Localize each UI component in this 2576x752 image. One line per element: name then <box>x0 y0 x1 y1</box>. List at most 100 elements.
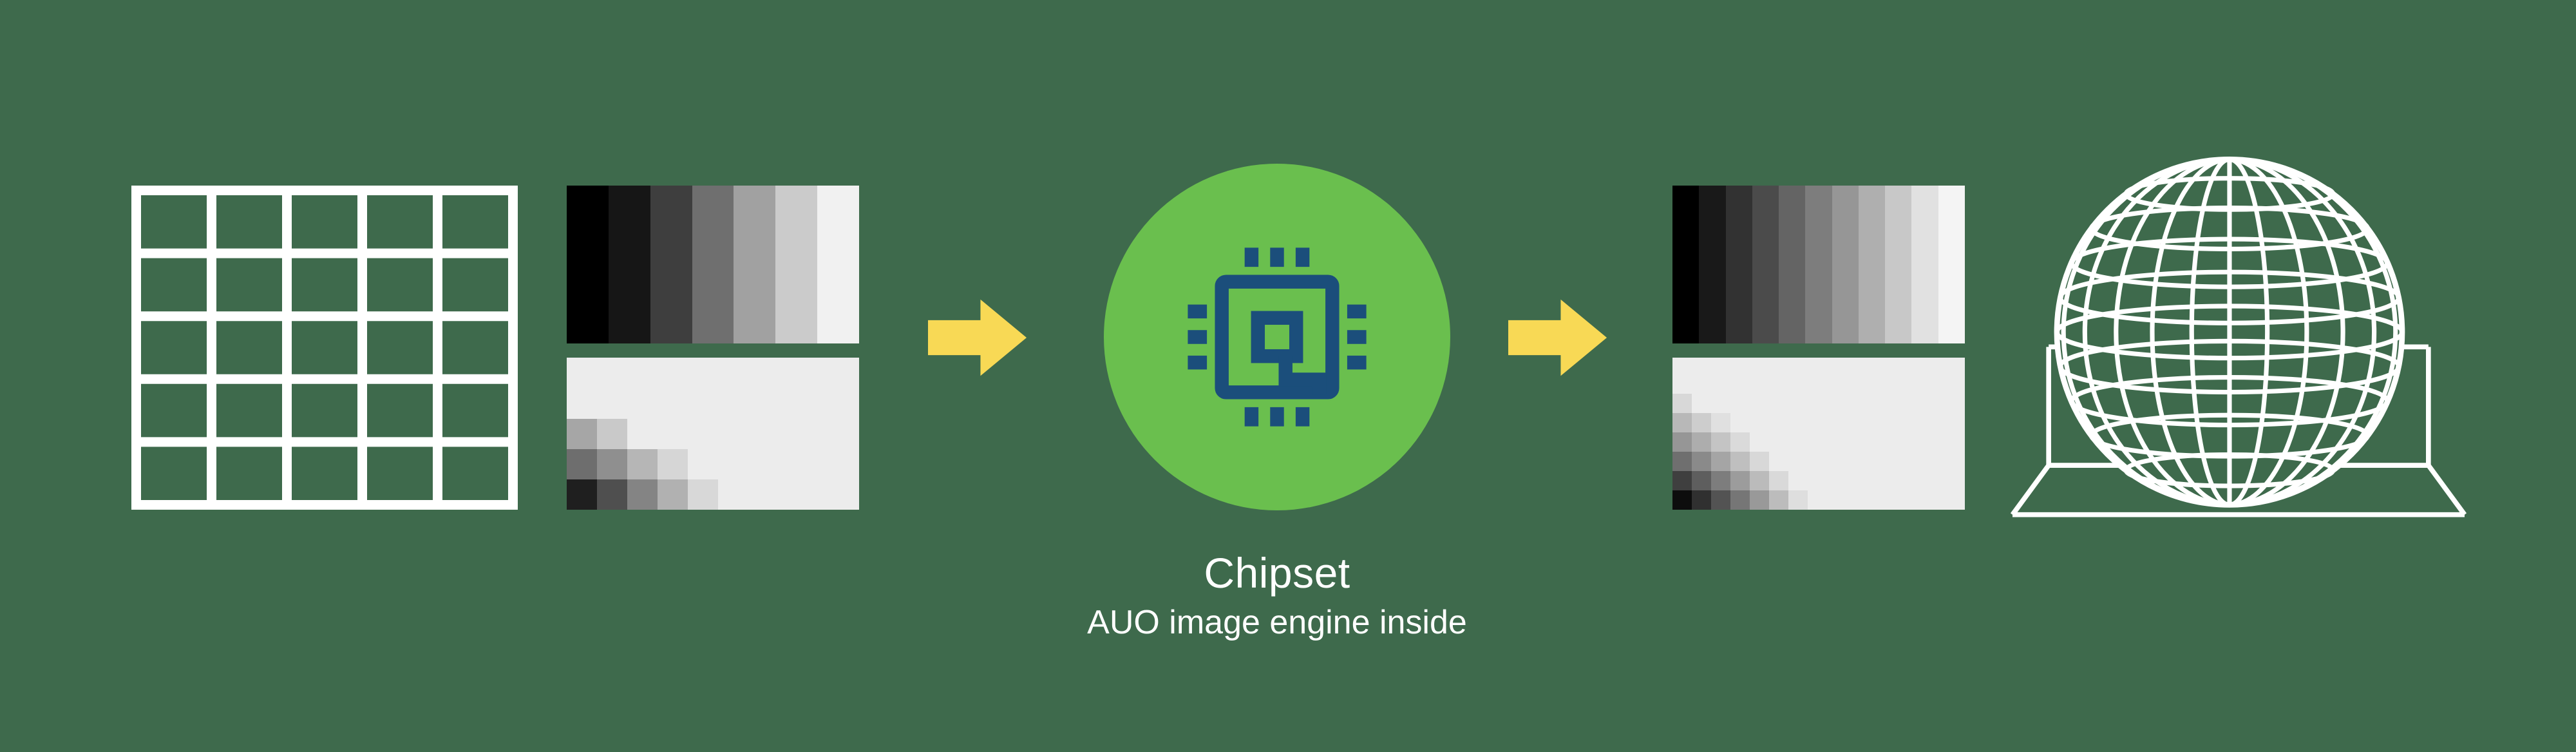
pixel-cell <box>1730 432 1750 452</box>
pixel-cell <box>1827 452 1846 471</box>
gradient-step <box>1832 186 1859 343</box>
pixel-cell <box>1808 432 1827 452</box>
pixel-cell <box>1711 452 1730 471</box>
input-pixel-panel <box>567 358 859 510</box>
pixel-cell <box>1769 394 1788 413</box>
pixel-cell <box>567 449 597 479</box>
output-pixel-panel <box>1672 358 1965 510</box>
pixel-cell <box>1692 471 1711 490</box>
pixel-cell <box>1846 471 1866 490</box>
input-grayscale-ramp <box>567 186 860 343</box>
pixel-cell <box>1711 490 1730 510</box>
pixel-cell <box>1808 413 1827 432</box>
chipset-label: Chipset AUO image engine inside <box>1052 552 1502 639</box>
pixel-cell <box>1692 432 1711 452</box>
pixel-cell <box>1692 394 1711 413</box>
gradient-step <box>1911 186 1938 343</box>
pixel-cell <box>658 419 688 449</box>
pixel-cell <box>1692 413 1711 432</box>
globe-sphere <box>2054 156 2405 508</box>
chipset-circle <box>1104 164 1450 510</box>
pixel-cell <box>627 479 658 510</box>
pixel-cell <box>688 449 718 479</box>
pixel-cell <box>718 389 748 419</box>
gradient-step <box>608 186 650 343</box>
source-grid-icon <box>131 186 518 510</box>
pixel-cell <box>1672 413 1692 432</box>
pixel-cell <box>1769 490 1788 510</box>
globe-wireframe-icon <box>2010 156 2467 517</box>
pixel-cell <box>1672 452 1692 471</box>
pixel-cell <box>658 449 688 479</box>
pixel-cell <box>1808 471 1827 490</box>
pixel-cell <box>597 389 627 419</box>
pixel-cell <box>1672 490 1692 510</box>
pixel-cell <box>567 419 597 449</box>
pixel-cell <box>718 479 748 510</box>
pixel-cell <box>597 419 627 449</box>
gradient-step <box>1725 186 1752 343</box>
gradient-step <box>1805 186 1832 343</box>
pixel-cell <box>1788 490 1808 510</box>
pixel-cell <box>1788 471 1808 490</box>
gradient-step <box>1858 186 1886 343</box>
chip-icon <box>1188 247 1367 427</box>
pixel-cell <box>1711 394 1730 413</box>
pixel-cell <box>1672 394 1692 413</box>
gradient-step <box>692 186 734 343</box>
pixel-cell <box>1711 413 1730 432</box>
pixel-cell <box>1827 413 1846 432</box>
pixel-cell <box>1827 471 1846 490</box>
pixel-cell <box>567 389 597 419</box>
chipset-subtitle: AUO image engine inside <box>1087 604 1467 641</box>
pixel-cell <box>1750 490 1769 510</box>
pixel-cell <box>1788 452 1808 471</box>
input-image-panels <box>567 186 860 510</box>
pixel-cell <box>1808 394 1827 413</box>
pixel-cell <box>1827 490 1846 510</box>
pixel-cell <box>688 419 718 449</box>
gradient-step <box>775 186 818 343</box>
pixel-cell <box>597 449 627 479</box>
pixel-cell <box>658 389 688 419</box>
pixel-cell <box>1672 471 1692 490</box>
pixel-cell <box>1846 394 1866 413</box>
arrow-right-icon <box>928 294 1030 381</box>
pixel-cell <box>1769 452 1788 471</box>
input-pixel-blocks <box>567 389 748 510</box>
gradient-step <box>1938 186 1965 343</box>
pixel-cell <box>1827 432 1846 452</box>
gradient-step <box>1672 186 1700 343</box>
gradient-step <box>567 186 609 343</box>
pixel-cell <box>1730 490 1750 510</box>
gradient-step <box>1752 186 1779 343</box>
pixel-cell <box>718 419 748 449</box>
gradient-step <box>817 186 860 343</box>
pixel-cell <box>1808 490 1827 510</box>
pixel-cell <box>658 479 688 510</box>
gradient-step <box>734 186 776 343</box>
output-pixel-blocks <box>1672 394 1866 510</box>
pixel-cell <box>1711 432 1730 452</box>
pixel-cell <box>1692 490 1711 510</box>
pixel-cell <box>688 389 718 419</box>
gradient-step <box>1699 186 1726 343</box>
pixel-cell <box>1769 471 1788 490</box>
pixel-cell <box>627 449 658 479</box>
pixel-cell <box>1788 432 1808 452</box>
pixel-cell <box>1788 394 1808 413</box>
arrow-right-icon <box>1508 294 1610 381</box>
pixel-cell <box>1808 452 1827 471</box>
pixel-cell <box>1769 413 1788 432</box>
pixel-cell <box>627 389 658 419</box>
gradient-step <box>1779 186 1806 343</box>
pixel-cell <box>1769 432 1788 452</box>
pixel-cell <box>1711 471 1730 490</box>
pixel-cell <box>1827 394 1846 413</box>
pixel-cell <box>1846 490 1866 510</box>
pixel-cell <box>1750 394 1769 413</box>
pixel-cell <box>627 419 658 449</box>
output-image-panels <box>1672 186 1965 510</box>
output-grayscale-ramp <box>1672 186 1965 343</box>
